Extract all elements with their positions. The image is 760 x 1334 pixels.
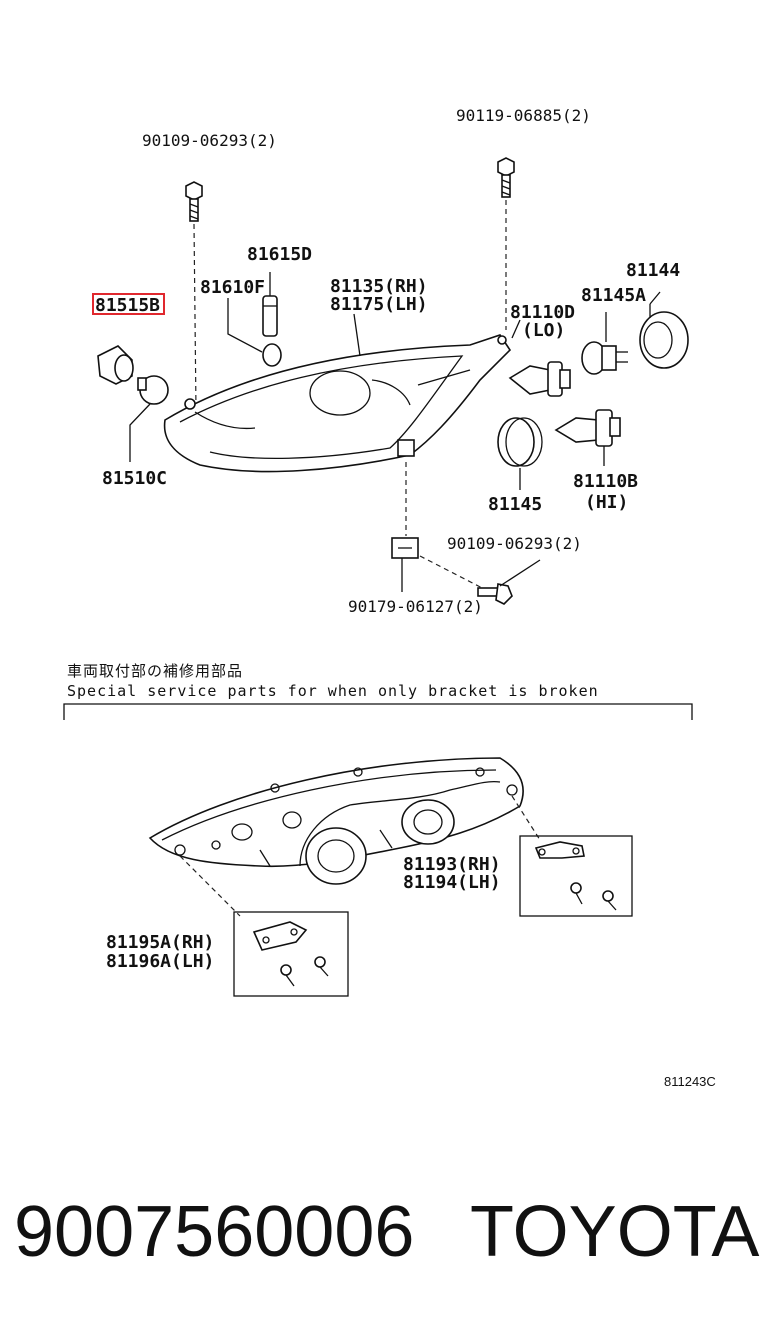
label-bracket-right-lh: 81194(LH) xyxy=(403,872,501,893)
headlamp-housing xyxy=(163,334,512,473)
bracket-right-box xyxy=(519,835,633,917)
label-housing-rh: 81135(RH) xyxy=(330,276,428,297)
screw-left-a xyxy=(280,964,295,987)
leader-81510c xyxy=(129,403,151,462)
bolt-bottom-guide xyxy=(419,555,491,593)
bolt-top-left-guide xyxy=(193,223,197,411)
label-bracket-right-rh: 81193(RH) xyxy=(403,854,501,875)
brand-name: TOYOTA xyxy=(470,1192,760,1272)
socket-81615d xyxy=(262,272,278,337)
part-number: 9007560006 xyxy=(14,1192,415,1272)
label-bulb-81510c: 81510C xyxy=(102,468,167,489)
bulb-81110b-hi xyxy=(554,409,621,466)
bolt-top-right xyxy=(497,157,515,198)
bracket-81195a xyxy=(252,921,308,951)
label-bolt-top-right: 90119-06885(2) xyxy=(456,106,591,125)
label-socket-81615d: 81615D xyxy=(247,244,312,265)
seal-81145a xyxy=(581,312,628,375)
label-housing-lh: 81175(LH) xyxy=(330,294,428,315)
note-bracket xyxy=(63,703,693,720)
note-english: Special service parts for when only brac… xyxy=(67,682,599,700)
highlight-box xyxy=(92,293,165,315)
bracket-81193 xyxy=(534,841,585,859)
headlamp-rear-view xyxy=(148,757,524,885)
label-bulb-hi-num: 81110B xyxy=(573,471,638,492)
label-bolt-bottom: 90109-06293(2) xyxy=(447,534,582,553)
seal-81145 xyxy=(497,417,543,490)
label-bulb-lo-num: 81110D xyxy=(510,302,575,323)
bulb-81110d-lo xyxy=(508,361,571,397)
label-seal-81145: 81145 xyxy=(488,494,542,515)
product-footer: 9007560006 TOYOTA xyxy=(0,1185,760,1295)
screw-right-a xyxy=(570,882,583,905)
leader-housing xyxy=(353,313,361,357)
label-bracket-left-rh: 81195A(RH) xyxy=(106,932,214,953)
label-seal-81145a: 81145A xyxy=(581,285,646,306)
headlamp-exploded-diagram: 90109-06293(2) 90119-06885(2) 81615D 816… xyxy=(63,106,716,1089)
label-nut-bottom: 90179-06127(2) xyxy=(348,597,483,616)
bolt-top-left xyxy=(185,181,203,222)
label-socket-81515b: 81515B xyxy=(95,295,160,316)
label-bulb-lo-tag: (LO) xyxy=(522,320,565,341)
cover-81144 xyxy=(639,291,689,369)
bulb-81610f xyxy=(262,343,282,367)
label-cover-81144: 81144 xyxy=(626,260,680,281)
bolt-bottom xyxy=(477,559,541,605)
bulb-81510c xyxy=(137,375,169,405)
label-bulb-81610f: 81610F xyxy=(200,277,265,298)
label-bracket-left-lh: 81196A(LH) xyxy=(106,951,214,972)
nut-90179 xyxy=(391,537,419,592)
leader-81110d xyxy=(511,319,521,339)
bracket-left-box xyxy=(233,911,349,997)
screw-left-b xyxy=(314,956,329,977)
diagram-ref: 811243C xyxy=(664,1074,716,1089)
note-japanese: 車両取付部の補修用部品 xyxy=(67,662,243,680)
leader-81610f xyxy=(227,298,263,353)
label-bolt-top-left: 90109-06293(2) xyxy=(142,131,277,150)
socket-81515b xyxy=(97,345,134,385)
screw-right-b xyxy=(602,890,617,911)
label-bulb-hi-tag: (HI) xyxy=(585,492,628,513)
